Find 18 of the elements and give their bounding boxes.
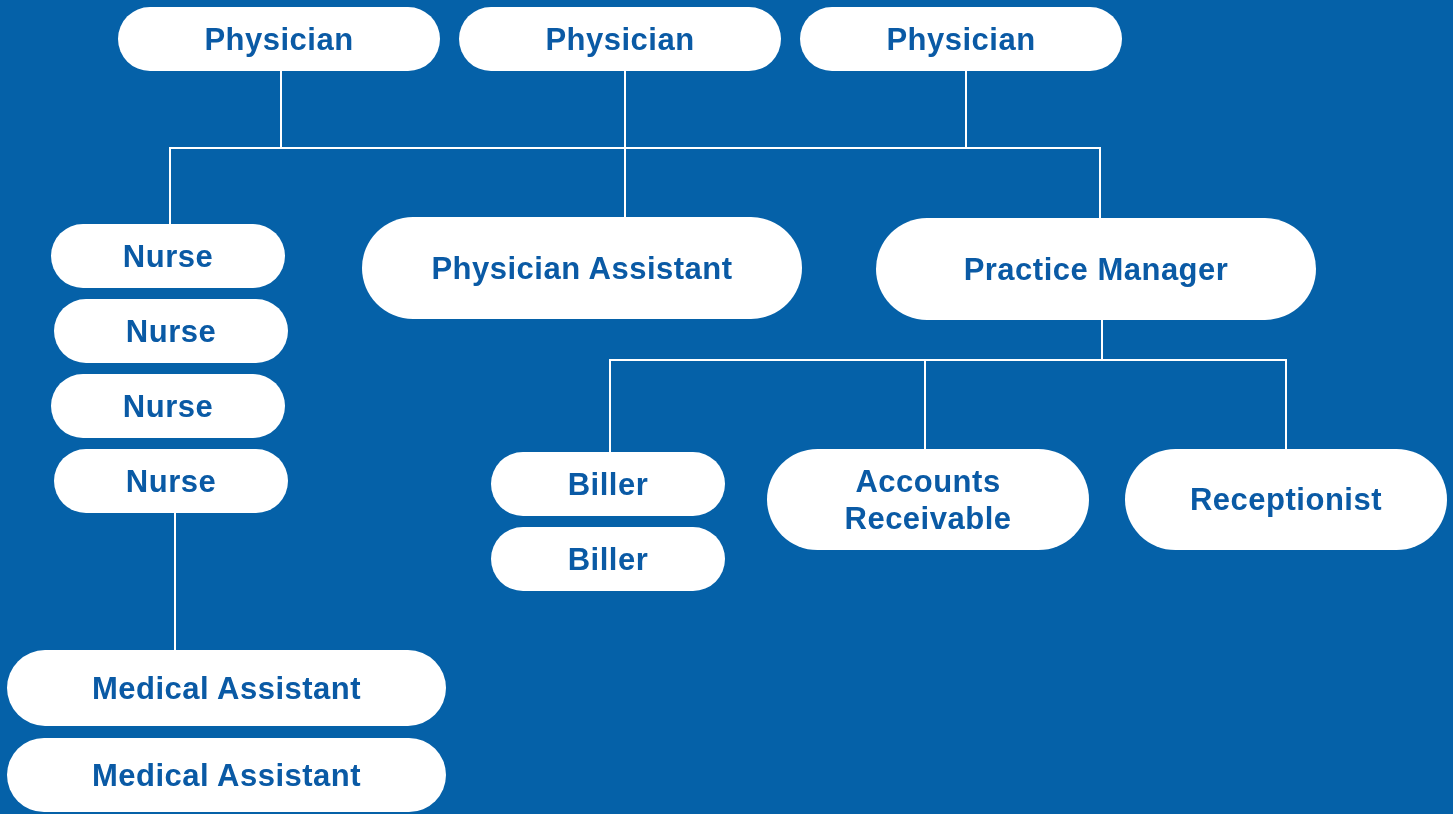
role-title: Receptionist — [1190, 481, 1382, 518]
role-title: Nurse — [122, 387, 214, 425]
role-title: Nurse — [125, 312, 217, 350]
connector-line — [965, 70, 1101, 219]
role-title: Nurse — [122, 237, 214, 275]
role-title: Physician — [204, 20, 354, 58]
role-title: Physician — [886, 20, 1036, 58]
role-title: Accounts Receivable — [843, 462, 1013, 537]
role-title: Medical Assistant — [91, 756, 362, 794]
role-title: Physician — [545, 20, 695, 58]
role-title: Practice Manager — [963, 250, 1229, 288]
connector-line — [174, 512, 176, 651]
role-title: Nurse — [125, 462, 217, 500]
role-title: Medical Assistant — [91, 669, 362, 707]
role-title: Biller — [567, 540, 649, 578]
role-title: Biller — [567, 465, 649, 503]
role-title: Physician Assistant — [431, 249, 733, 287]
connector-line — [1101, 319, 1287, 450]
